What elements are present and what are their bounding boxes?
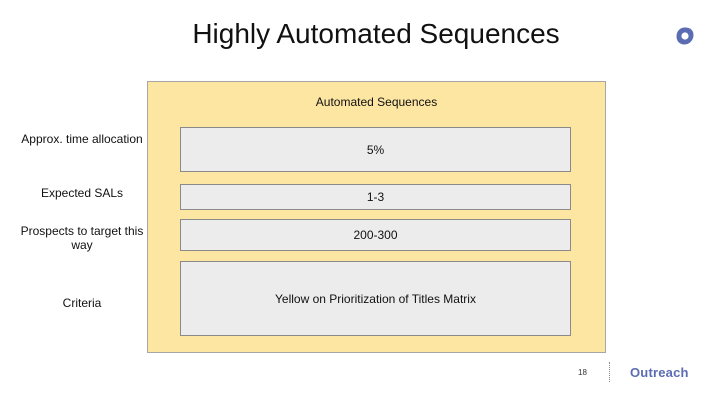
row-label-prospects: Prospects to target this way: [20, 224, 144, 252]
row-label-time-allocation: Approx. time allocation: [21, 132, 143, 146]
page-number: 18: [578, 368, 587, 377]
footer-divider: [609, 362, 610, 382]
brand-wordmark: Outreach: [630, 365, 689, 380]
row-label-criteria: Criteria: [62, 296, 102, 310]
outreach-logo-icon: [676, 27, 694, 45]
row-label-expected-sals: Expected SALs: [40, 186, 124, 200]
cell-prospects: 200-300: [180, 219, 571, 251]
panel-heading: Automated Sequences: [315, 95, 438, 109]
cell-expected-sals: 1-3: [180, 184, 571, 210]
cell-time-allocation: 5%: [180, 127, 571, 172]
slide-title: Highly Automated Sequences: [192, 18, 560, 49]
cell-criteria: Yellow on Prioritization of Titles Matri…: [180, 261, 571, 336]
